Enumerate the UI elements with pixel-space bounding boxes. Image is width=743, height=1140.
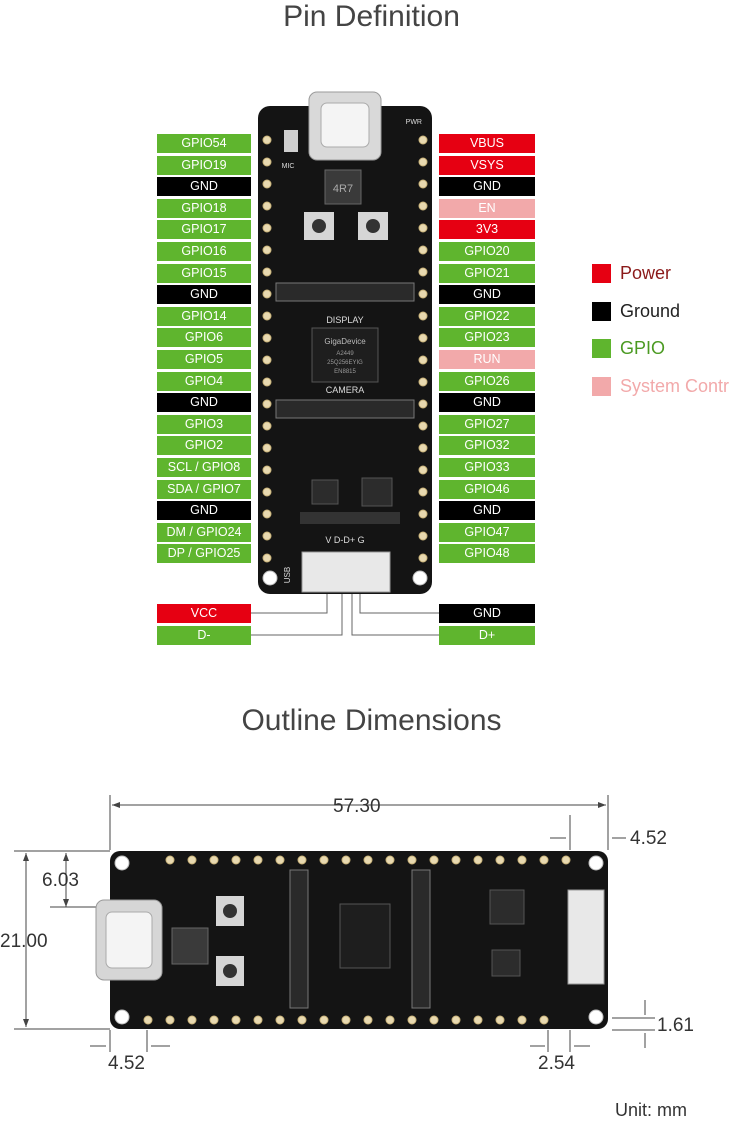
usb-leader-lines bbox=[251, 585, 439, 636]
svg-text:A2449: A2449 bbox=[336, 351, 354, 357]
left-pin-label: DP / GPIO25 bbox=[157, 544, 251, 564]
dim-width: 21.00 bbox=[0, 931, 48, 952]
right-pin-label: GPIO26 bbox=[439, 371, 535, 391]
legend-swatch bbox=[592, 376, 611, 396]
main-chip bbox=[311, 327, 379, 383]
svg-text:MIC: MIC bbox=[282, 163, 295, 170]
legend-label: System Contr bbox=[620, 375, 730, 396]
right-pin-label: GPIO20 bbox=[439, 242, 535, 261]
display-fpc bbox=[275, 282, 415, 302]
right-pin-label: GPIO48 bbox=[439, 544, 535, 564]
left-pin-label: GPIO14 bbox=[157, 306, 251, 326]
mount-hole-bl bbox=[262, 570, 278, 586]
left-pin-label: GPIO17 bbox=[157, 220, 251, 240]
board-top-view: 4R7 DISPLAY GigaDevice A2449 25Q256EYIG … bbox=[251, 91, 439, 636]
left-pin-label: GPIO3 bbox=[157, 414, 251, 434]
left-pin-label: GND bbox=[157, 393, 251, 413]
mic-component bbox=[284, 130, 298, 152]
right-pin-label: GPIO23 bbox=[439, 328, 535, 348]
left-pin-label: GPIO15 bbox=[157, 263, 251, 283]
left-pin-label: GPIO54 bbox=[157, 134, 251, 153]
display-label: DISPLAY bbox=[326, 315, 363, 325]
left-pin-label: GND bbox=[157, 177, 251, 197]
legend-label: Ground bbox=[620, 300, 681, 321]
camera-fpc bbox=[275, 399, 415, 419]
right-pin-label: GPIO32 bbox=[439, 436, 535, 456]
left-pin-label: GND bbox=[157, 501, 251, 521]
right-pin-label: VBUS bbox=[439, 134, 535, 153]
right-pin-label: RUN bbox=[439, 350, 535, 369]
svg-text:GigaDevice: GigaDevice bbox=[324, 337, 366, 346]
svg-text:25Q256EYIG: 25Q256EYIG bbox=[327, 360, 363, 366]
right-pin-label: GND bbox=[439, 285, 535, 305]
left-pin-label: GPIO2 bbox=[157, 436, 251, 456]
usb-right-pin-label: D+ bbox=[439, 626, 535, 645]
usb-jst-side bbox=[567, 889, 605, 985]
right-pin-label: VSYS bbox=[439, 155, 535, 175]
legend-swatch bbox=[592, 264, 611, 283]
left-pin-label: GPIO19 bbox=[157, 155, 251, 175]
dim-length: 57.30 bbox=[333, 796, 381, 817]
dim-hole-left: 4.52 bbox=[108, 1053, 145, 1074]
dim-bottom-offset: 1.61 bbox=[657, 1015, 694, 1036]
left-pin-label: GPIO4 bbox=[157, 371, 251, 391]
left-pin-label: SDA / GPIO7 bbox=[157, 479, 251, 499]
dimension-lines bbox=[14, 795, 655, 1052]
unit-label: Unit: mm bbox=[615, 1100, 687, 1120]
right-pin-label: GND bbox=[439, 177, 535, 197]
left-pin-label: SCL / GPIO8 bbox=[157, 458, 251, 477]
pin-definition-title: Pin Definition bbox=[283, 0, 460, 33]
left-pin-label: GPIO18 bbox=[157, 198, 251, 218]
legend-label: Power bbox=[620, 263, 672, 283]
right-pin-label: GPIO22 bbox=[439, 306, 535, 326]
svg-text:V D-D+ G: V D-D+ G bbox=[325, 535, 364, 545]
dim-pitch: 2.54 bbox=[538, 1053, 575, 1074]
right-pin-label: GPIO27 bbox=[439, 414, 535, 434]
right-pin-label: GPIO46 bbox=[439, 479, 535, 499]
svg-text:PWR: PWR bbox=[406, 119, 422, 126]
left-pin-label: GPIO5 bbox=[157, 350, 251, 369]
usb-jst-connector bbox=[301, 551, 391, 593]
legend-swatch bbox=[592, 301, 611, 321]
left-pin-label: GPIO16 bbox=[157, 242, 251, 261]
left-pin-label: DM / GPIO24 bbox=[157, 522, 251, 542]
inductor-label: 4R7 bbox=[333, 183, 353, 195]
right-pin-label: EN bbox=[439, 198, 535, 218]
pin-holes bbox=[262, 135, 428, 563]
right-pin-label: GPIO47 bbox=[439, 522, 535, 542]
right-pin-label: GPIO33 bbox=[439, 458, 535, 477]
outline-dimensions-title: Outline Dimensions bbox=[241, 704, 502, 737]
right-pin-label: GPIO21 bbox=[439, 263, 535, 283]
usb-left-pin-label: VCC bbox=[157, 604, 251, 623]
mount-hole-br bbox=[412, 570, 428, 586]
legend-label: GPIO bbox=[620, 338, 666, 358]
right-pin-label: 3V3 bbox=[439, 220, 535, 240]
dim-hole-right: 4.52 bbox=[630, 828, 667, 849]
inductor bbox=[324, 169, 362, 205]
svg-text:USB: USB bbox=[283, 567, 292, 583]
left-pin-label: GPIO6 bbox=[157, 328, 251, 348]
right-pin-label: GND bbox=[439, 501, 535, 521]
right-pin-label: GND bbox=[439, 393, 535, 413]
usb-left-pin-label: D- bbox=[157, 626, 251, 645]
board-side-view bbox=[14, 795, 655, 1052]
legend-swatch bbox=[592, 339, 611, 358]
left-pin-label: GND bbox=[157, 285, 251, 305]
usb-right-pin-label: GND bbox=[439, 604, 535, 623]
camera-label: CAMERA bbox=[326, 385, 365, 395]
svg-text:EN8815: EN8815 bbox=[334, 369, 356, 375]
dim-hole-top: 6.03 bbox=[42, 870, 79, 891]
